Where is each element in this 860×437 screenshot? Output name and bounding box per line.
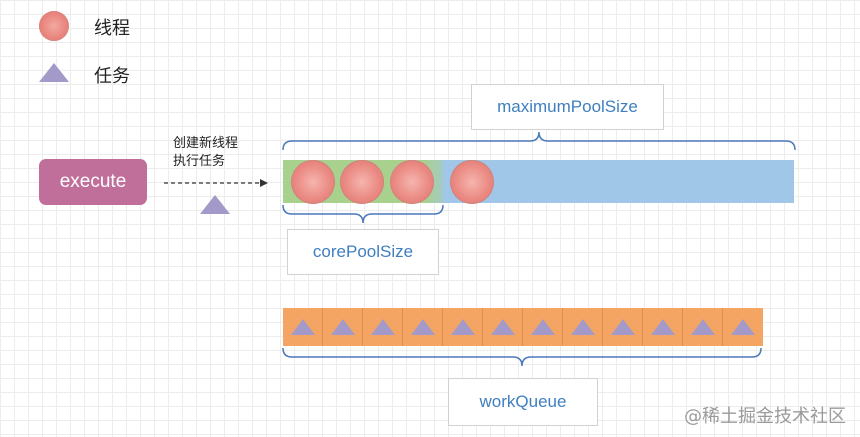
execute-box: execute <box>39 159 147 205</box>
work-queue-brace <box>282 347 762 367</box>
task-icon <box>330 319 355 335</box>
core-pool-size-label: corePoolSize <box>287 229 439 275</box>
maximum-pool-size-label: maximumPoolSize <box>471 84 664 130</box>
queue-cell <box>683 308 723 346</box>
queue-cell <box>603 308 643 346</box>
maximum-pool-brace <box>282 131 796 151</box>
task-icon <box>610 319 635 335</box>
task-icon <box>650 319 675 335</box>
work-queue-label: workQueue <box>448 378 598 426</box>
queue-cell <box>523 308 563 346</box>
dashed-arrow <box>164 179 268 187</box>
task-icon <box>530 319 555 335</box>
core-pool-brace <box>282 204 444 224</box>
thread-circle <box>340 160 384 204</box>
queue-cell <box>563 308 603 346</box>
work-queue <box>283 308 763 346</box>
task-icon <box>490 319 515 335</box>
queue-cell <box>443 308 483 346</box>
queue-cell <box>283 308 323 346</box>
task-icon <box>570 319 595 335</box>
legend-task-label: 任务 <box>94 66 130 87</box>
task-icon <box>731 319 755 335</box>
legend-thread-icon <box>39 11 69 41</box>
queue-cell <box>403 308 443 346</box>
arrow-caption-line2: 执行任务 <box>173 154 226 169</box>
task-icon <box>690 319 715 335</box>
task-icon <box>290 319 315 335</box>
queue-cell <box>363 308 403 346</box>
thread-circle <box>450 160 494 204</box>
queue-cell <box>323 308 363 346</box>
thread-circle <box>291 160 335 204</box>
watermark: @稀土掘金技术社区 <box>684 406 846 427</box>
task-icon <box>410 319 435 335</box>
legend-task-icon <box>39 63 69 82</box>
arrow-caption-line1: 创建新线程 <box>173 136 239 151</box>
legend-thread-label: 线程 <box>94 18 130 39</box>
task-icon <box>370 319 395 335</box>
task-icon <box>450 319 475 335</box>
queue-cell <box>723 308 763 346</box>
queue-cell <box>483 308 523 346</box>
queue-cell <box>643 308 683 346</box>
incoming-task-icon <box>200 195 230 214</box>
thread-circle <box>390 160 434 204</box>
